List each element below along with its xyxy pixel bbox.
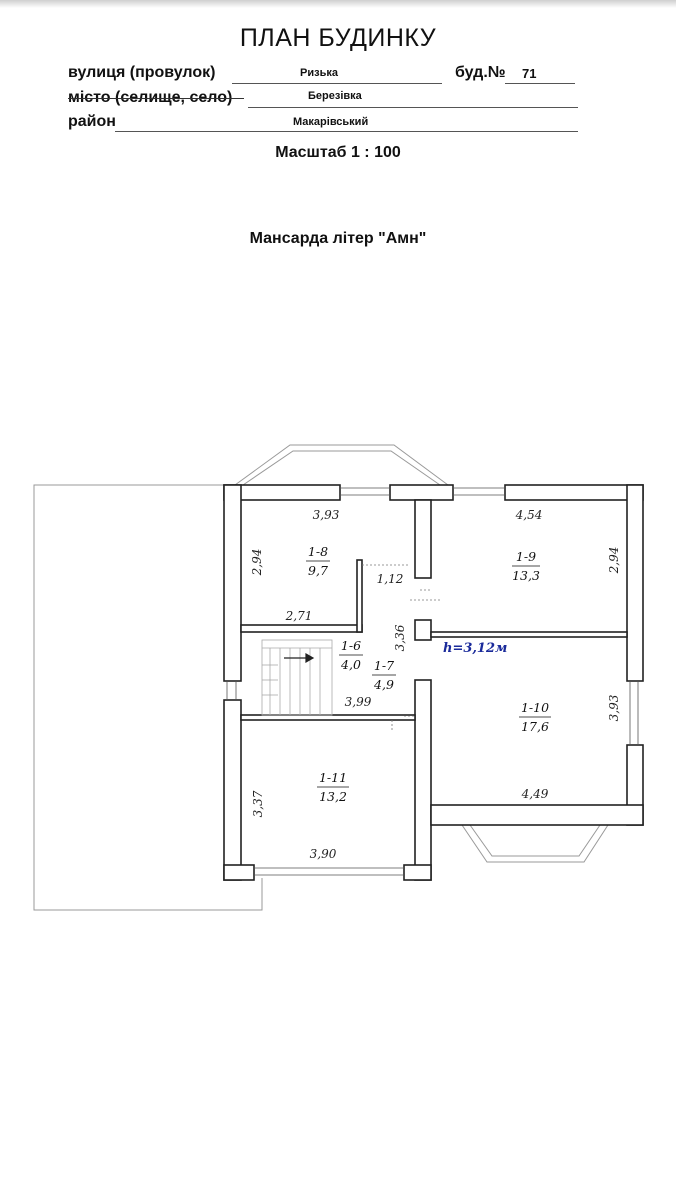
room-1-9-area: 13,3 xyxy=(512,568,540,583)
dim-room-1-11-bottom: 3,90 xyxy=(310,847,337,861)
district-value: Макарівський xyxy=(293,116,369,128)
room-1-7-area: 4,9 xyxy=(373,677,394,692)
windows xyxy=(226,487,639,876)
stair-arrow xyxy=(284,652,315,664)
building-label: буд.№ xyxy=(455,64,506,81)
bay-window-bottom xyxy=(461,824,609,863)
section-title: Мансарда літер "Амн" xyxy=(249,230,427,247)
room-1-11-id: 1-11 xyxy=(319,770,347,785)
room-1-8-id: 1-8 xyxy=(308,544,328,559)
scale-label: Масштаб 1 : 100 xyxy=(275,144,401,161)
dim-room-1-8-side: 2,94 xyxy=(250,549,264,577)
city-underline xyxy=(248,107,578,108)
street-underline xyxy=(232,83,442,84)
dim-room-1-10-bottom: 4,49 xyxy=(521,787,549,801)
district-label: район xyxy=(68,113,116,130)
dim-room-1-8-bottom: 2,71 xyxy=(285,609,313,623)
dim-room-1-9-side: 2,94 xyxy=(607,547,621,575)
room-1-6-id: 1-6 xyxy=(341,638,361,653)
door-marks xyxy=(362,564,440,730)
page-title: ПЛАН БУДИНКУ xyxy=(239,24,437,52)
dimension-labels: 3,93 2,94 2,71 1,12 4,54 2,94 3,36 3,99 … xyxy=(250,508,621,861)
room-labels: 1-8 9,7 1-9 13,3 1-6 4,0 1-7 4,9 1-10 17… xyxy=(306,544,551,804)
city-strikethrough xyxy=(68,98,244,99)
room-1-7-id: 1-7 xyxy=(374,658,394,673)
room-1-8-area: 9,7 xyxy=(308,563,328,578)
district-underline xyxy=(115,131,578,132)
room-1-6-area: 4,0 xyxy=(340,657,361,672)
room-1-11-area: 13,2 xyxy=(319,789,347,804)
staircase xyxy=(261,639,333,716)
dim-room-1-10-side: 3,93 xyxy=(607,694,621,721)
building-underline xyxy=(505,83,575,84)
street-label: вулиця (провулок) xyxy=(68,64,216,81)
dim-room-1-9-top: 4,54 xyxy=(515,508,543,522)
building-value: 71 xyxy=(522,66,537,81)
ceiling-height-label: h=3,12м xyxy=(443,641,507,656)
street-value: Ризька xyxy=(300,67,338,79)
dim-room-1-8-top: 3,93 xyxy=(313,508,340,522)
city-value: Березівка xyxy=(308,90,362,102)
dim-stair-bottom: 3,99 xyxy=(345,695,372,709)
city-label: місто (селище, село) xyxy=(68,89,233,106)
dim-corridor-length: 3,36 xyxy=(393,624,407,651)
bay-window-top xyxy=(234,444,449,486)
annex-outline xyxy=(33,484,263,911)
dim-room-1-11-side: 3,37 xyxy=(251,790,265,817)
room-1-10-area: 17,6 xyxy=(521,719,549,734)
dim-corridor-width: 1,12 xyxy=(377,572,404,586)
room-1-10-id: 1-10 xyxy=(521,700,549,715)
room-1-9-id: 1-9 xyxy=(516,549,536,564)
top-shadow-bar xyxy=(0,0,676,8)
walls xyxy=(223,484,644,881)
